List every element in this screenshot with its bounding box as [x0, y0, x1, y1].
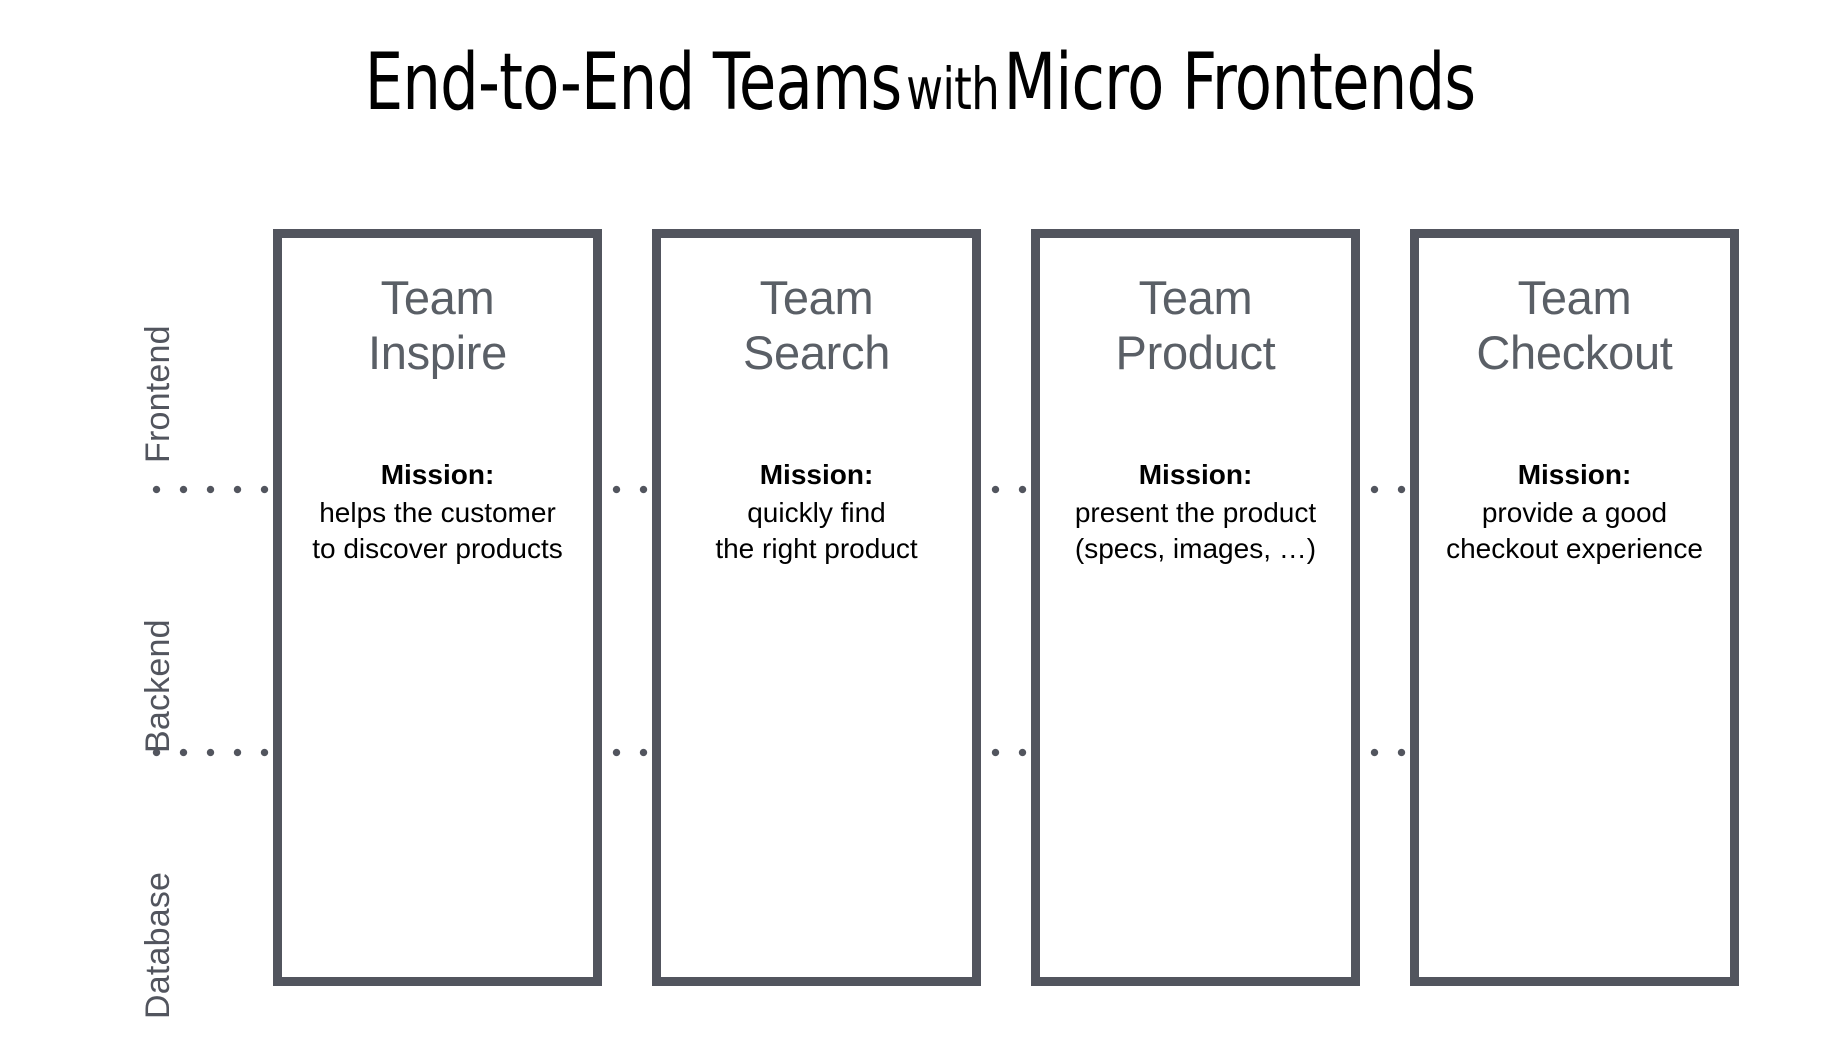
mission-label: Mission:: [759, 458, 874, 490]
team-name-line-2: Checkout: [1476, 325, 1673, 379]
layer-label-backend: Backend: [139, 619, 177, 753]
team-mission: Mission: helps the customer to discover …: [312, 457, 563, 566]
mission-label: Mission:: [380, 458, 495, 490]
layer-label-frontend: Frontend: [139, 325, 177, 463]
page-title: End-to-End TeamswithMicro Frontends: [202, 44, 1637, 122]
title-part-two: Micro Frontends: [1003, 38, 1476, 128]
team-name-line-2: Product: [1115, 325, 1276, 379]
divider-segment-left: [152, 748, 279, 757]
mission-line-1: provide a good: [1481, 496, 1668, 528]
team-mission: Mission: present the product (specs, ima…: [1075, 457, 1316, 566]
mission-line-2: checkout experience: [1446, 532, 1703, 564]
mission-line-1: present the product: [1074, 496, 1317, 528]
divider-segment-left: [152, 485, 279, 494]
team-name-line-1: Team: [380, 271, 495, 324]
team-name-line-2: Inspire: [368, 325, 507, 379]
title-part-one: End-to-End Teams: [364, 38, 903, 128]
team-name: Team Search: [743, 271, 890, 381]
team-name: Team Product: [1116, 271, 1276, 381]
team-box-product[interactable]: Team Product Mission: present the produc…: [1031, 229, 1360, 986]
team-name-line-2: Search: [742, 325, 891, 379]
mission-line-2: to discover products: [312, 532, 563, 564]
team-box-search[interactable]: Team Search Mission: quickly find the ri…: [652, 229, 981, 986]
mission-line-1: quickly find: [747, 496, 886, 528]
team-name: Team Checkout: [1476, 271, 1672, 381]
team-name-line-1: Team: [759, 271, 874, 324]
team-name: Team Inspire: [368, 271, 507, 381]
mission-line-2: (specs, images, …): [1074, 532, 1317, 564]
team-box-checkout[interactable]: Team Checkout Mission: provide a good ch…: [1410, 229, 1739, 986]
mission-label: Mission:: [1138, 458, 1253, 490]
layer-label-database: Database: [139, 871, 177, 1019]
mission-label: Mission:: [1517, 458, 1632, 490]
mission-line-2: the right product: [715, 532, 918, 564]
team-mission: Mission: provide a good checkout experie…: [1446, 457, 1703, 566]
team-name-line-1: Team: [1138, 271, 1253, 324]
title-connector: with: [906, 55, 1000, 123]
team-mission: Mission: quickly find the right product: [715, 457, 917, 566]
mission-line-1: helps the customer: [319, 496, 556, 528]
team-name-line-1: Team: [1517, 271, 1632, 324]
team-box-inspire[interactable]: Team Inspire Mission: helps the customer…: [273, 229, 602, 986]
